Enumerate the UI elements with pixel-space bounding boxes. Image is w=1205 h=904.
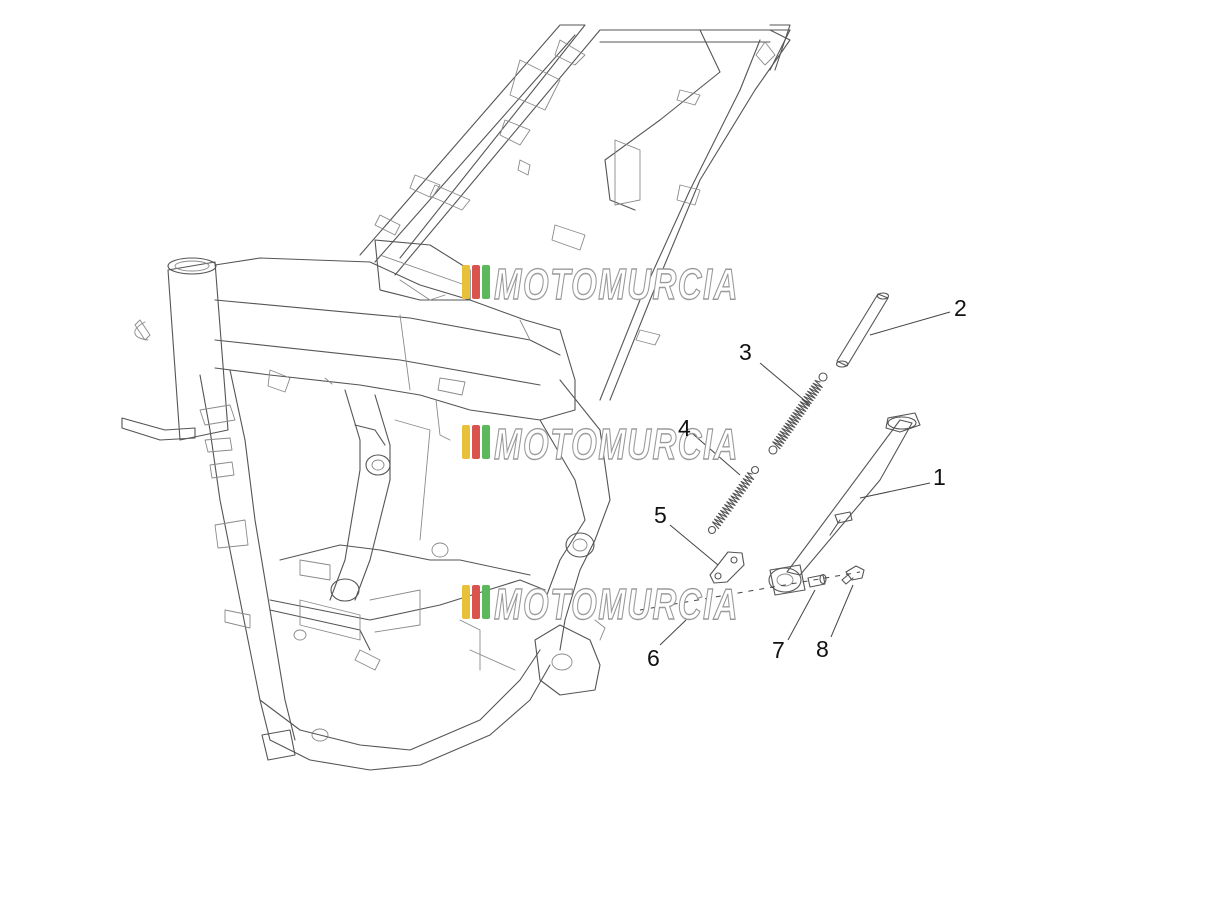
- part-7-pin: [807, 573, 827, 588]
- motorcycle-frame: [121, 24, 791, 771]
- watermark-text: MOTOMURCIA: [494, 260, 739, 309]
- callout-labels: 1 2 3 4 5 6 7 8: [647, 295, 967, 671]
- part-3-spring: [768, 372, 828, 455]
- callout-1: 1: [933, 464, 946, 490]
- part-2-pin: [835, 292, 890, 368]
- callout-6: 6: [647, 645, 660, 671]
- part-4-spring: [707, 465, 760, 535]
- callout-5: 5: [654, 502, 667, 528]
- watermark-middle: MOTOMURCIA: [462, 419, 739, 470]
- watermark-bottom: MOTOMURCIA: [462, 579, 739, 630]
- watermark-text: MOTOMURCIA: [494, 580, 739, 629]
- part-5-bracket: [709, 551, 745, 584]
- callout-4: 4: [678, 415, 691, 441]
- callout-2: 2: [954, 295, 967, 321]
- callout-8: 8: [816, 636, 829, 662]
- watermark-text: MOTOMURCIA: [494, 420, 739, 469]
- part-8-screw: [841, 565, 865, 585]
- callout-3: 3: [739, 339, 752, 365]
- callout-7: 7: [772, 637, 785, 663]
- part-1-side-stand: [768, 412, 921, 596]
- watermark-top: MOTOMURCIA: [462, 259, 739, 310]
- leader-lines: [639, 311, 951, 646]
